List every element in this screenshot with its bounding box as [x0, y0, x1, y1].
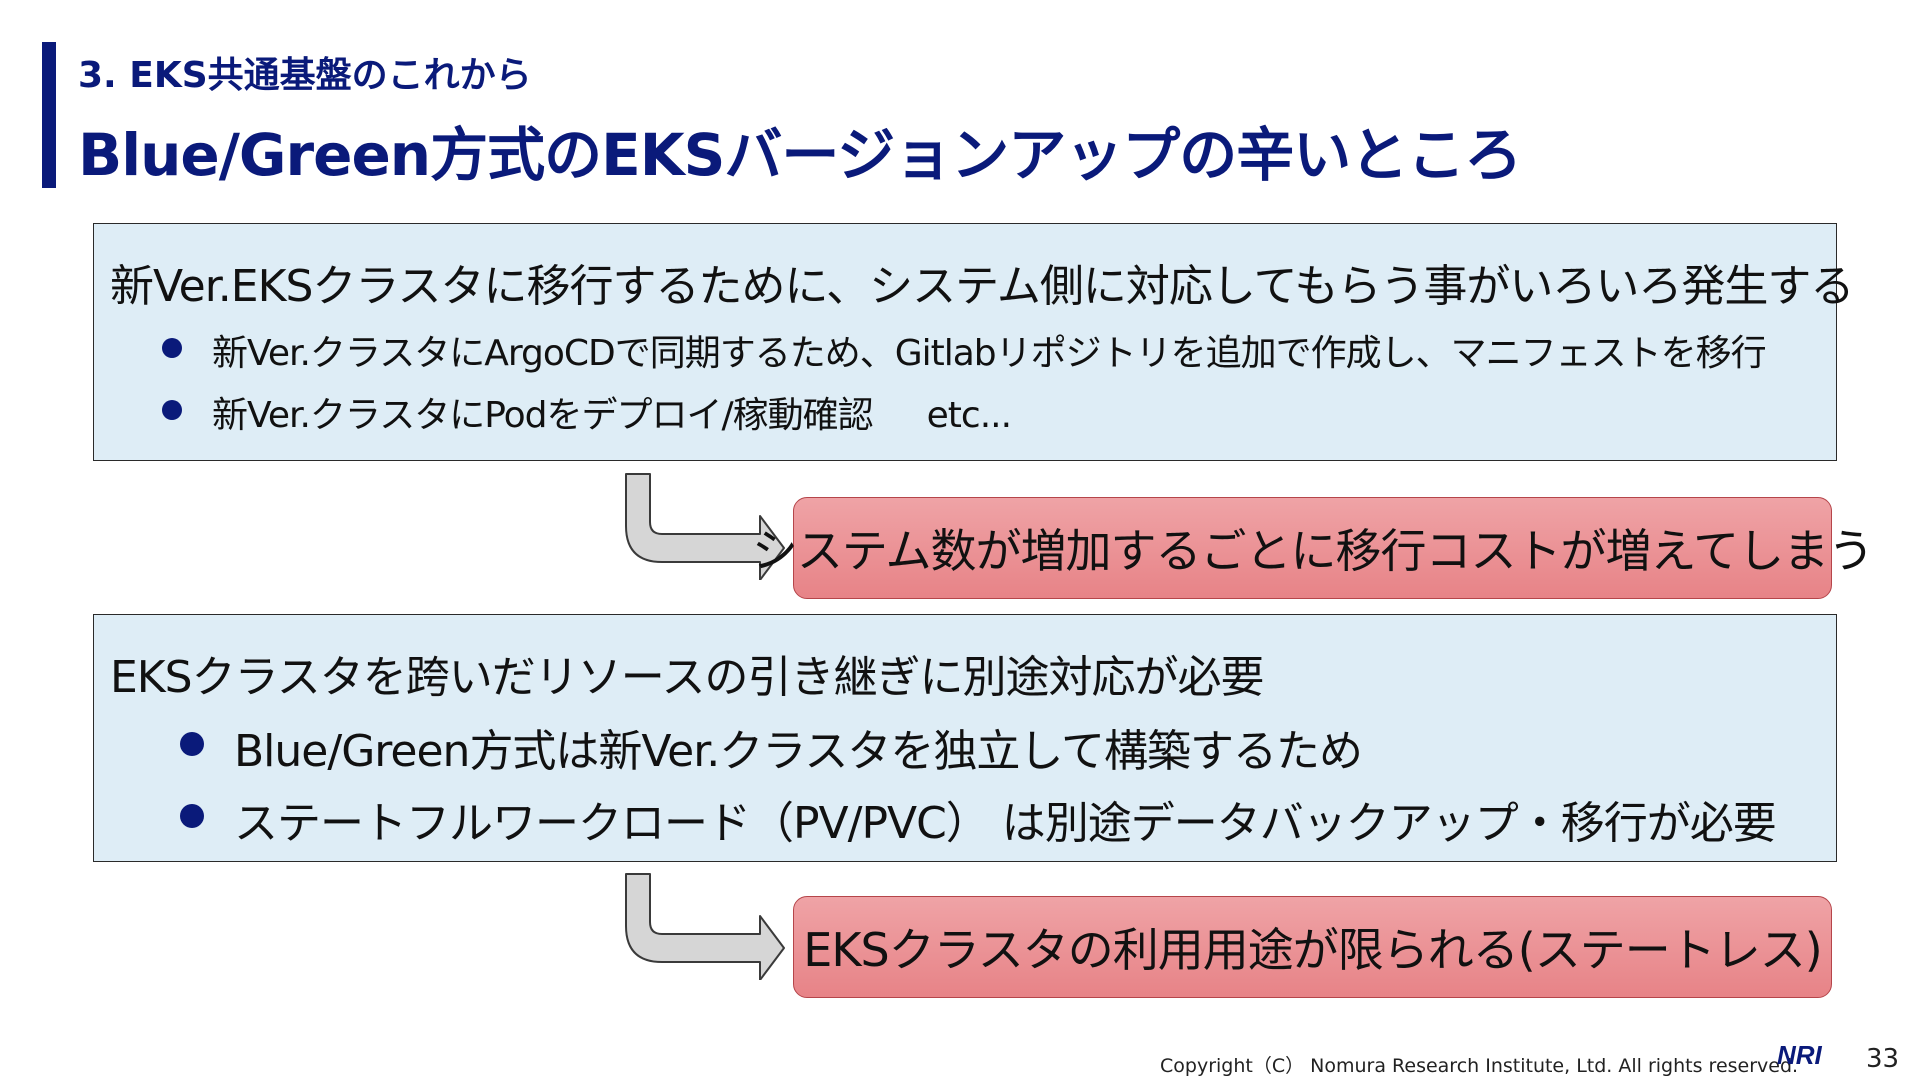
bullet-text: Blue/Green方式は新Ver.クラスタを独立して構築するため — [234, 726, 1363, 777]
header-accent-bar — [42, 42, 56, 188]
bullet-dot-icon — [180, 732, 204, 756]
bullet-item: Blue/Green方式は新Ver.クラスタを独立して構築するため — [180, 715, 1363, 779]
consequence-callout: システム数が増加するごとに移行コストが増えてしまう — [752, 497, 1874, 599]
section-label: 3. EKS共通基盤のこれから — [78, 55, 532, 96]
issue-box-resource-handover: EKSクラスタを跨いだリソースの引き継ぎに別途対応が必要 Blue/Green方… — [93, 614, 1837, 862]
bullet-dot-icon — [162, 400, 182, 420]
bullet-item: ステートフルワークロード（PV/PVC） は別途データバックアップ・移行が必要 — [180, 787, 1777, 851]
nri-logo-icon: NRI — [1777, 1040, 1823, 1068]
bullet-text: ステートフルワークロード（PV/PVC） は別途データバックアップ・移行が必要 — [234, 798, 1777, 849]
bullet-text: 新Ver.クラスタにArgoCDで同期するため、Gitlabリポジトリを追加で作… — [212, 333, 1767, 374]
bullet-dot-icon — [162, 338, 182, 358]
bullet-suffix: etc... — [926, 395, 1012, 436]
issue-heading: 新Ver.EKSクラスタに移行するために、システム側に対応してもらう事がいろいろ… — [110, 261, 1854, 312]
issue-heading: EKSクラスタを跨いだリソースの引き継ぎに別途対応が必要 — [110, 652, 1265, 703]
page-number: 33 — [1866, 1044, 1900, 1074]
copyright-notice: Copyright（C） Nomura Research Institute, … — [1160, 1055, 1799, 1077]
slide-title: Blue/Green方式のEKSバージョンアップの辛いところ — [78, 121, 1522, 189]
svg-text:NRI: NRI — [1777, 1040, 1823, 1068]
issue-box-migration: 新Ver.EKSクラスタに移行するために、システム側に対応してもらう事がいろいろ… — [93, 223, 1854, 461]
bullet-dot-icon — [180, 804, 204, 828]
bent-arrow-icon — [625, 473, 785, 580]
bullet-text: 新Ver.クラスタにPodをデプロイ/稼動確認 — [212, 395, 874, 436]
bullet-item: 新Ver.クラスタにArgoCDで同期するため、Gitlabリポジトリを追加で作… — [162, 324, 1767, 376]
consequence-callout: EKSクラスタの利用用途が限られる(ステートレス) — [793, 896, 1832, 998]
bullet-item: 新Ver.クラスタにPodをデプロイ/稼動確認 etc... — [162, 386, 1012, 438]
bent-arrow-icon — [625, 873, 785, 980]
